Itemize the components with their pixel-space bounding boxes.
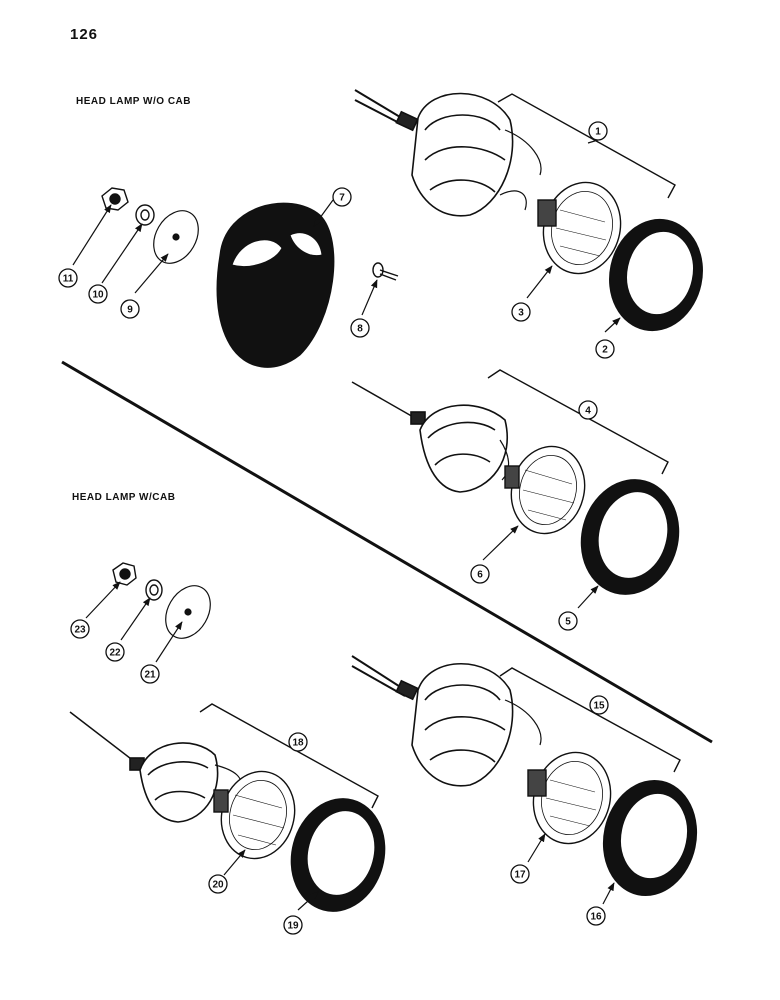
svg-text:7: 7 <box>339 193 345 204</box>
lamp-housing-bottom-right <box>351 655 542 787</box>
callout-3: 3 <box>511 302 531 322</box>
section-divider-line <box>61 360 713 744</box>
callout-8: 8 <box>350 318 370 338</box>
svg-text:9: 9 <box>127 305 133 316</box>
callout-5: 5 <box>558 611 578 631</box>
bezel-ring-bottom-left <box>290 798 386 912</box>
flat-washer-21 <box>165 585 211 639</box>
nut-11 <box>101 187 129 211</box>
lamp-housing-top <box>354 89 542 217</box>
svg-text:18: 18 <box>292 738 304 749</box>
headlamp-shell-7 <box>216 202 335 368</box>
section-heading-with-cab: HEAD LAMP W/CAB <box>72 492 176 503</box>
callout-7: 7 <box>332 187 352 207</box>
bezel-ring-bottom-right <box>602 779 698 897</box>
sealed-beam-bulb-middle <box>504 445 586 535</box>
svg-text:8: 8 <box>357 324 363 335</box>
callout-19: 19 <box>283 915 303 935</box>
nut-23 <box>112 562 137 586</box>
bezel-ring-top <box>609 218 703 332</box>
section-heading-without-cab: HEAD LAMP W/O CAB <box>76 96 191 107</box>
callout-23: 23 <box>70 619 90 639</box>
callout-6: 6 <box>470 564 490 584</box>
callout-10: 10 <box>88 284 108 304</box>
svg-text:6: 6 <box>477 570 483 581</box>
page-number: 126 <box>70 26 99 43</box>
callout-9: 9 <box>120 299 140 319</box>
callout-21: 21 <box>140 664 160 684</box>
svg-text:17: 17 <box>514 870 526 881</box>
callout-20: 20 <box>208 874 228 894</box>
sealed-beam-bulb-bottom-right <box>527 751 612 845</box>
svg-text:21: 21 <box>144 670 156 681</box>
sealed-beam-bulb-bottom-left <box>213 770 296 860</box>
svg-text:10: 10 <box>92 290 104 301</box>
callout-22: 22 <box>105 642 125 662</box>
callout-11: 11 <box>58 268 78 288</box>
sealed-beam-bulb-top <box>537 181 622 275</box>
lamp-housing-middle <box>351 381 510 493</box>
svg-text:16: 16 <box>590 912 602 923</box>
svg-text:1: 1 <box>595 127 601 138</box>
svg-text:3: 3 <box>518 308 524 319</box>
callout-2: 2 <box>595 339 615 359</box>
svg-text:20: 20 <box>212 880 224 891</box>
callout-1: 1 <box>588 121 608 141</box>
lock-washer-22 <box>145 579 163 601</box>
svg-text:5: 5 <box>565 617 571 628</box>
svg-text:15: 15 <box>593 701 605 712</box>
svg-text:19: 19 <box>287 921 299 932</box>
svg-text:11: 11 <box>63 274 74 285</box>
svg-text:4: 4 <box>585 406 591 417</box>
callout-16: 16 <box>586 906 606 926</box>
leader-lines <box>72 139 621 911</box>
lock-washer-10 <box>135 204 155 226</box>
svg-text:2: 2 <box>602 345 608 356</box>
callout-15: 15 <box>589 695 609 715</box>
callout-4: 4 <box>578 400 598 420</box>
svg-text:22: 22 <box>109 648 121 659</box>
bezel-ring-middle <box>580 479 680 595</box>
bolt-8 <box>372 262 399 281</box>
svg-text:23: 23 <box>74 625 86 636</box>
callout-17: 17 <box>510 864 530 884</box>
callout-18: 18 <box>288 732 308 752</box>
